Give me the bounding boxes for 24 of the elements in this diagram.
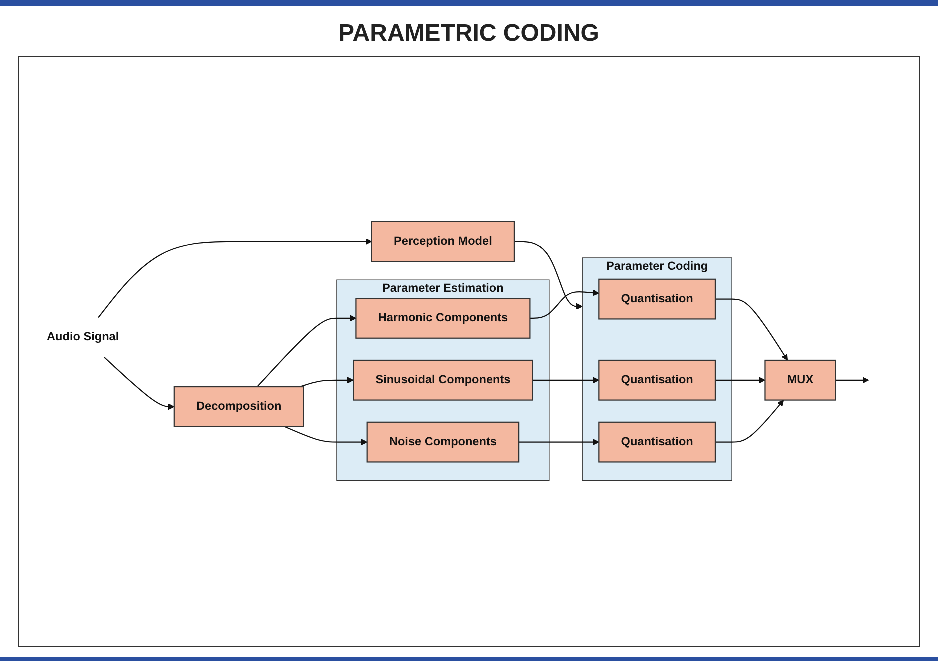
node-box: Quantisation bbox=[598, 360, 716, 402]
arrow bbox=[257, 315, 356, 388]
arrow bbox=[715, 377, 766, 384]
arrow bbox=[530, 290, 600, 320]
arrow bbox=[514, 241, 583, 310]
node-text: Audio Signal bbox=[47, 331, 120, 344]
arrow bbox=[300, 377, 354, 388]
node-box: Harmonic Components bbox=[356, 298, 531, 340]
arrow bbox=[715, 400, 784, 444]
arrow bbox=[98, 238, 372, 318]
arrow bbox=[284, 426, 368, 446]
arrow bbox=[715, 298, 788, 361]
arrow bbox=[104, 357, 175, 410]
node-box: MUX bbox=[764, 360, 836, 402]
node-box: Sinusoidal Components bbox=[353, 360, 534, 402]
arrow bbox=[532, 377, 600, 384]
node-box: Quantisation bbox=[598, 422, 716, 463]
node-box: Decomposition bbox=[174, 386, 304, 428]
arrow bbox=[519, 439, 600, 446]
arrow bbox=[836, 377, 870, 384]
node-box: Perception Model bbox=[371, 222, 516, 262]
node-box: Noise Components bbox=[366, 422, 520, 463]
node-box: Quantisation bbox=[598, 279, 716, 320]
diagram-title: PARAMETRIC CODING bbox=[338, 20, 600, 48]
